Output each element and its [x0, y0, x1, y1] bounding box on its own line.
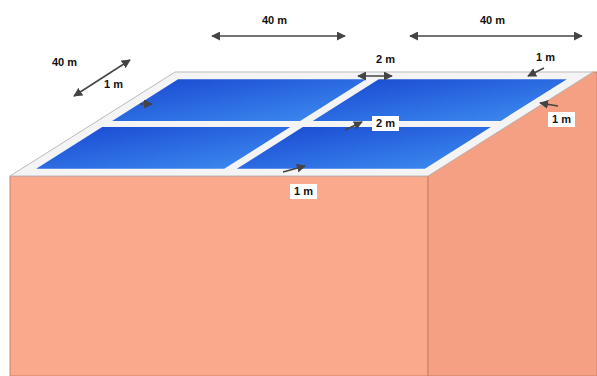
dimension-label: 1 m — [290, 184, 317, 199]
dimension-arrow — [410, 35, 582, 37]
dimension-arrow — [540, 103, 558, 106]
dimension-label: 40 m — [480, 14, 505, 27]
solar-panel — [313, 79, 567, 121]
dimension-arrow — [212, 35, 345, 37]
dimension-label: 1 m — [532, 50, 559, 65]
roof-top — [10, 72, 593, 176]
dimension-arrow — [358, 75, 392, 77]
front-face — [10, 176, 428, 376]
dimension-arrow — [528, 68, 544, 76]
dimension-arrow — [140, 103, 152, 105]
dimension-label: 1 m — [104, 78, 123, 91]
solar-panels — [36, 79, 567, 168]
solar-panel — [237, 127, 491, 169]
dimension-arrows — [74, 36, 582, 172]
dimension-label: 1 m — [548, 112, 575, 127]
dimension-label: 2 m — [372, 52, 399, 67]
dimension-label: 40 m — [262, 14, 287, 27]
dimension-arrow — [345, 122, 362, 130]
dimension-arrow — [283, 166, 305, 172]
dimension-label: 2 m — [372, 116, 399, 131]
dimension-label: 40 m — [52, 56, 77, 69]
dimension-arrow — [74, 60, 130, 96]
